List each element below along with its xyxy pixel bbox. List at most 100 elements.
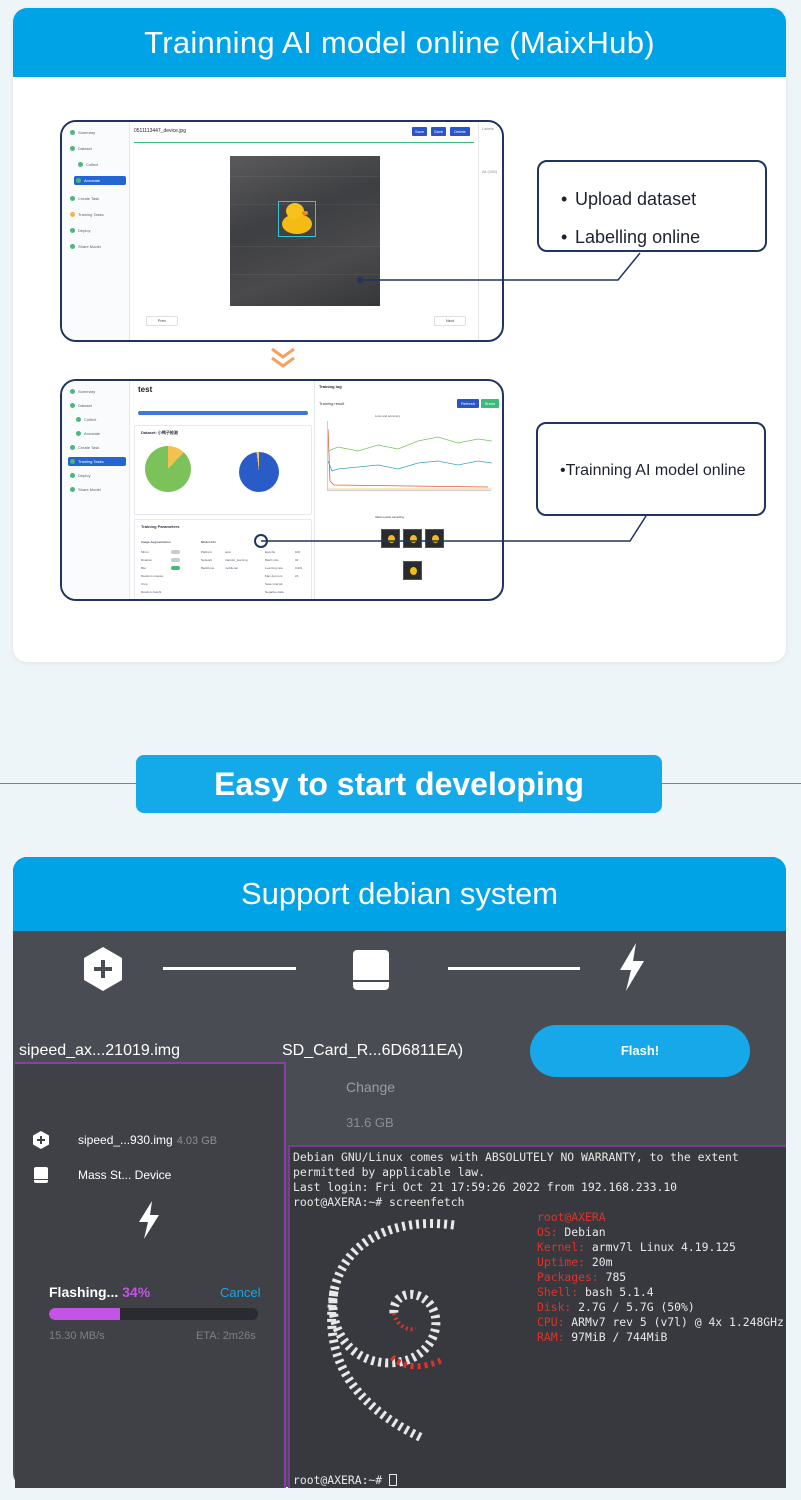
info-key: Kernel:: [537, 1240, 586, 1254]
flash-file-name: sipeed_...930.img: [78, 1133, 173, 1147]
file-name: 0511113447_device.jpg: [134, 128, 186, 134]
param-network: Network: [201, 558, 213, 562]
sidebar-item-deploy[interactable]: Deploy: [68, 226, 126, 235]
cancel-button[interactable]: Cancel: [220, 1285, 261, 1300]
sidebar-item-create-task[interactable]: Create Task: [68, 194, 126, 203]
sidebar-item-annotate[interactable]: Annotate: [74, 429, 126, 438]
sidebar-item-training-tasks[interactable]: Training Tasks: [68, 210, 126, 219]
screenfetch-cpu: CPU: ARMv7 rev 5 (v7l) @ 4x 1.248GHz: [537, 1315, 784, 1330]
refresh-button[interactable]: Refresh: [457, 399, 479, 408]
drive-icon: [34, 1167, 48, 1183]
sidebar-item-collect[interactable]: Collect: [76, 160, 126, 169]
params-title: Training Parameters: [141, 524, 180, 529]
task-detail: test Dataset: 小鸭子检测 Training Parameters …: [130, 381, 314, 599]
sidebar-item-label: Share Model: [78, 487, 101, 492]
sidebar-item-dataset[interactable]: Dataset: [68, 144, 126, 153]
sidebar-item-label: Dataset: [78, 146, 92, 151]
sidebar-item-training-tasks[interactable]: Training Tasks: [68, 457, 126, 466]
share-icon: [70, 487, 75, 492]
share-icon: [70, 244, 75, 249]
next-button[interactable]: Next: [434, 316, 466, 326]
result-thumb-3[interactable]: [425, 529, 444, 548]
param-backbone: Backbone: [201, 566, 215, 570]
flash-icon: [139, 1201, 159, 1239]
sidebar-item-label: Annotate: [84, 431, 101, 436]
collect-icon: [76, 417, 81, 422]
sidebar-item-dataset[interactable]: Dataset: [68, 401, 126, 410]
save-button[interactable]: Save: [412, 127, 427, 136]
bounding-box[interactable]: [278, 201, 316, 237]
terminal-cursor: [389, 1474, 398, 1486]
mirror-toggle[interactable]: [171, 550, 180, 554]
sidebar-item-create-task[interactable]: Create Task: [68, 443, 126, 452]
screenfetch-disk: Disk: 2.7G / 5.7G (50%): [537, 1300, 695, 1315]
param-lr-val: 0.001: [295, 566, 303, 570]
add-image-icon[interactable]: [82, 946, 124, 992]
drive-capacity: 31.6 GB: [346, 1115, 394, 1130]
labels-count[interactable]: All (106): [482, 169, 497, 174]
sidebar-item-annotate[interactable]: Annotate: [74, 176, 126, 185]
blur-toggle[interactable]: [171, 566, 180, 570]
loss-chart: [327, 421, 493, 491]
flash-speed: 15.30 MB/s: [49, 1330, 105, 1342]
info-value: 785: [598, 1270, 627, 1284]
sidebar-item-share-model[interactable]: Share Model: [68, 485, 126, 494]
terminal-window[interactable]: Debian GNU/Linux comes with ABSOLUTELY N…: [288, 1145, 786, 1488]
sidebar-item-summary[interactable]: Summary: [68, 387, 126, 396]
prev-button[interactable]: Prev: [146, 316, 178, 326]
sidebar-item-summary[interactable]: Summary: [68, 128, 126, 137]
terminal-prompt[interactable]: root@AXERA:~#: [293, 1473, 398, 1488]
drive-icon[interactable]: [349, 948, 393, 992]
chevron-down-icon: [268, 346, 298, 370]
sidebar-item-deploy[interactable]: Deploy: [68, 471, 126, 480]
rotation-toggle[interactable]: [171, 558, 180, 562]
callout-labelling: Upload dataset Labelling online: [537, 160, 767, 256]
callout-training: •Trainning AI model online: [536, 422, 766, 516]
chart-title: Loss and accuracy: [375, 414, 401, 418]
param-crop: Crop: [141, 582, 148, 586]
terminal-line: Debian GNU/Linux comes with ABSOLUTELY N…: [293, 1150, 739, 1164]
save-button-2[interactable]: Save: [431, 127, 446, 136]
sidebar-item-label: Deploy: [78, 473, 91, 478]
info-key: Packages:: [537, 1270, 599, 1284]
share-button[interactable]: Share: [481, 399, 499, 408]
task-title: test: [138, 385, 153, 394]
result-thumb-2[interactable]: [403, 529, 422, 548]
step-connector-1: [163, 967, 296, 970]
delete-button[interactable]: Delete: [450, 127, 470, 136]
duck-body: [282, 214, 312, 234]
param-erasure: Random erasure: [141, 574, 164, 578]
flash-eta: ETA: 2m26s: [196, 1330, 256, 1342]
screenfetch-user: root@AXERA: [537, 1210, 606, 1224]
sidebar-item-share-model[interactable]: Share Model: [68, 242, 126, 251]
param-network-val: transfer_learning: [225, 558, 248, 562]
result-thumb-4[interactable]: [403, 561, 422, 580]
deploy-icon: [70, 228, 75, 233]
deploy-icon: [70, 473, 75, 478]
callout-training-text: •Trainning AI model online: [560, 462, 746, 479]
result-thumb-1[interactable]: [381, 529, 400, 548]
param-batch: Batch size: [265, 558, 279, 562]
sidebar-item-label: Training Tasks: [78, 459, 104, 464]
terminal-line: Last login: Fri Oct 21 17:59:26 2022 fro…: [293, 1180, 678, 1194]
terminal-line: permitted by applicable law.: [293, 1165, 486, 1179]
sidebar-item-label: Deploy: [78, 228, 91, 233]
sidebar-item-label: Training Tasks: [78, 212, 104, 217]
change-link[interactable]: Change: [346, 1079, 396, 1095]
labels-panel: Labels All (106): [478, 122, 502, 340]
create-task-icon: [70, 196, 75, 201]
callout-item-upload: Upload dataset: [561, 180, 765, 218]
sidebar-item-label: Create Task: [78, 196, 100, 201]
sidebar-item-label: Dataset: [78, 403, 92, 408]
dataset-panel: Dataset: 小鸭子检测: [134, 425, 312, 515]
valid-pie-chart: [239, 452, 279, 492]
summary-icon: [70, 130, 75, 135]
callout-item-labelling: Labelling online: [561, 218, 765, 256]
sidebar-item-label: Share Model: [78, 244, 101, 249]
collect-icon: [78, 162, 83, 167]
training-icon: [70, 459, 75, 464]
flash-button[interactable]: Flash!: [530, 1025, 750, 1077]
drive-name: SD_Card_R...6D6811EA): [282, 1042, 464, 1059]
sidebar-item-collect[interactable]: Collect: [74, 415, 126, 424]
